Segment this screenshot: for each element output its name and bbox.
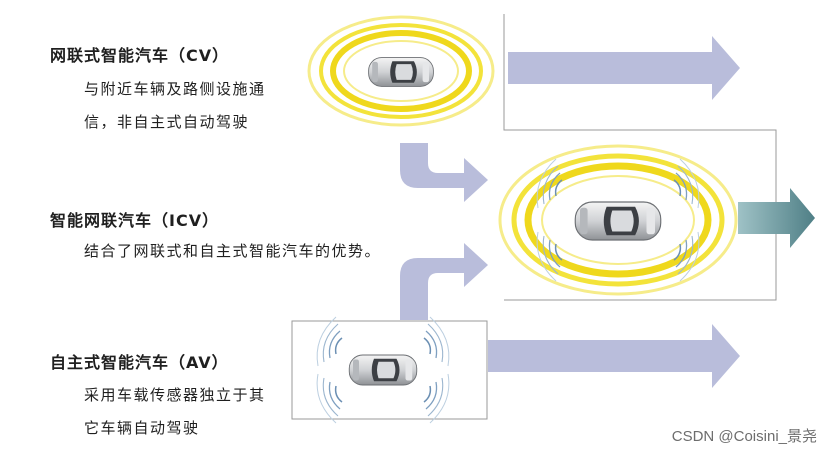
icv-signal-rings [498, 144, 738, 296]
icv-title: 智能网联汽车（ICV） [50, 211, 220, 230]
av-car [348, 354, 418, 386]
icv-arrow [738, 188, 815, 248]
cv-to-icv-bent-arrow [400, 143, 488, 202]
cv-car [368, 57, 434, 87]
av-title: 自主式智能汽车（AV） [50, 353, 229, 372]
av-description-line-1: 采用车载传感器独立于其 [84, 386, 266, 404]
av-frame [291, 320, 488, 420]
av-description-line-2: 它车辆自动驾驶 [84, 419, 200, 437]
cv-frame-line [503, 14, 777, 301]
icv-car [574, 201, 662, 241]
av-to-icv-bent-arrow [400, 243, 488, 320]
cv-title: 网联式智能汽车（CV） [50, 46, 230, 65]
cv-arrow [508, 36, 740, 100]
av-arrow [488, 324, 740, 388]
cv-description-line-2: 信，非自主式自动驾驶 [84, 113, 250, 131]
icv-description-line-1: 结合了网联式和自主式智能汽车的优势。 [84, 242, 382, 260]
watermark: CSDN @Coisini_景尧 [671, 428, 817, 445]
cv-description-line-1: 与附近车辆及路侧设施通 [84, 80, 266, 98]
cv-signal-rings [307, 15, 495, 127]
